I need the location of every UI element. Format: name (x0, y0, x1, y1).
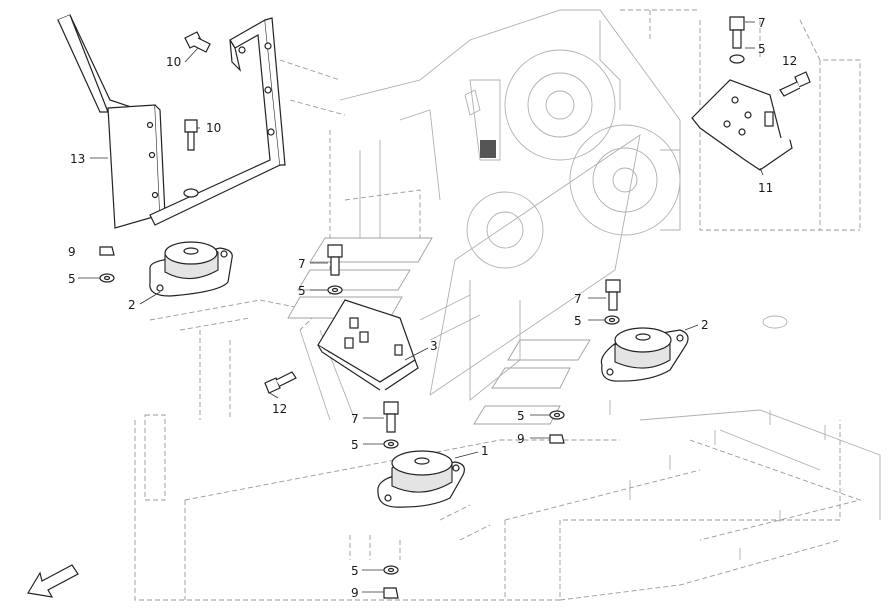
callout-5-top-right: 5 (758, 42, 766, 56)
washer-part-5-left (99, 273, 115, 283)
callout-labels: 13 10 10 9 5 2 7 5 12 11 7 5 7 5 2 3 12 … (68, 16, 797, 600)
bolt-part-7-center-upper (327, 244, 343, 276)
callout-7-right: 7 (574, 292, 582, 306)
callout-9-bottom: 9 (351, 586, 359, 600)
nut-part-9-left (99, 246, 115, 256)
washer-part-5-right-lower (549, 410, 565, 420)
bolt-part-7-center-lower (383, 401, 399, 433)
callout-2-left: 2 (128, 298, 136, 312)
callout-9-left: 9 (68, 245, 76, 259)
leader-lines (78, 21, 764, 593)
bolt-part-12-top-right (779, 71, 811, 97)
washer-part-5-right-upper (604, 315, 620, 325)
callout-13: 13 (70, 152, 85, 166)
callout-5-right-lower: 5 (517, 409, 525, 423)
callout-5-center-upper: 5 (298, 284, 306, 298)
callout-2-right: 2 (701, 318, 709, 332)
callout-12-top-right: 12 (782, 54, 797, 68)
callout-3: 3 (430, 339, 438, 353)
orientation-arrow-icon (27, 564, 79, 598)
washer-part-5-center-upper (327, 285, 343, 295)
bolt-part-10-upper (184, 31, 211, 53)
callout-9-right: 9 (517, 432, 525, 446)
nut-part-9-bottom (383, 587, 399, 599)
callout-5-left: 5 (68, 272, 76, 286)
callout-10-lower: 10 (206, 121, 221, 135)
bracket-part-3 (317, 299, 419, 391)
washer-part-5-bottom (383, 565, 399, 575)
callout-7-top-right: 7 (758, 16, 766, 30)
callout-7-center-upper: 7 (298, 257, 306, 271)
rubber-mount-part-2-right (600, 327, 689, 382)
rubber-mount-part-2-left (149, 241, 233, 297)
bolt-part-10-lower (183, 119, 199, 198)
bracket-part-13 (57, 14, 286, 229)
callout-1: 1 (481, 444, 489, 458)
callout-12-center: 12 (272, 402, 287, 416)
callout-5-center-lower: 5 (351, 438, 359, 452)
callout-7-center-lower: 7 (351, 412, 359, 426)
washer-part-5-center-lower (383, 439, 399, 449)
rubber-mount-part-1 (377, 450, 465, 508)
callout-11: 11 (758, 181, 773, 195)
bracket-part-11 (691, 79, 793, 171)
bolt-part-7-right (605, 279, 621, 311)
callout-5-right: 5 (574, 314, 582, 328)
nut-part-9-right (549, 434, 565, 444)
bolt-part-7-top-right (729, 16, 745, 64)
callout-5-bottom: 5 (351, 564, 359, 578)
callout-10-upper: 10 (166, 55, 181, 69)
bolt-part-12-center (264, 371, 297, 394)
